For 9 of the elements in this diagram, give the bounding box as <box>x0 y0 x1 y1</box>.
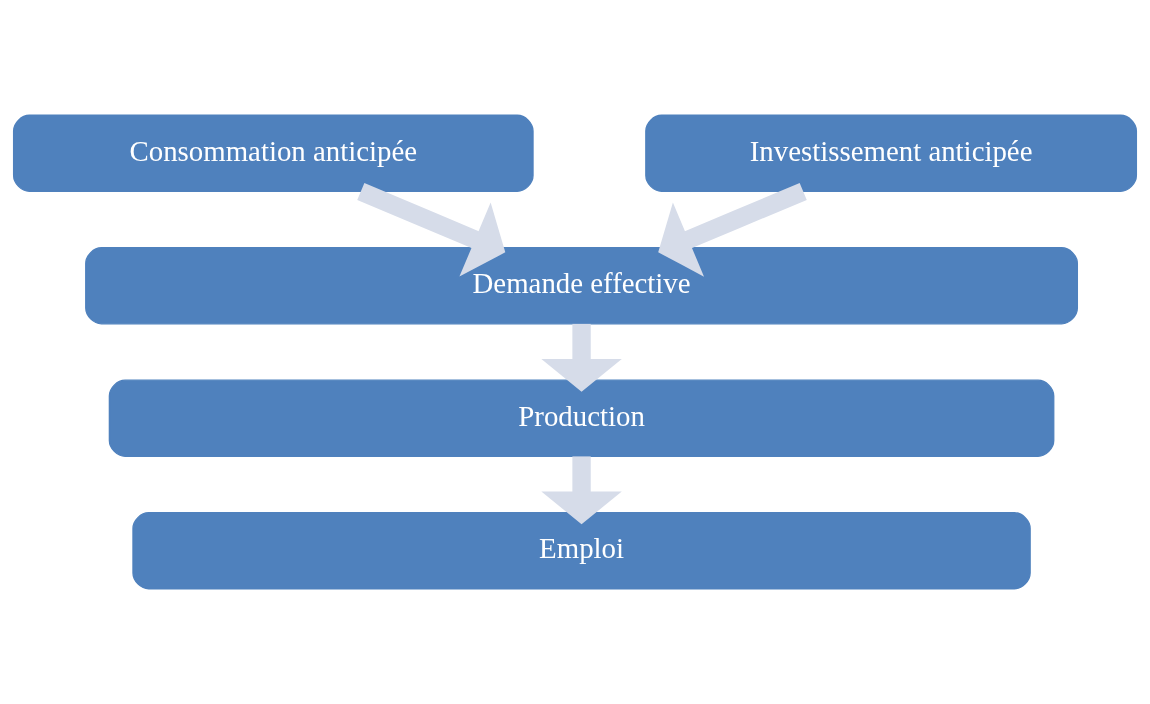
node-box: Consommation anticipée <box>12 114 534 192</box>
node-box: Demande effective <box>85 247 1078 325</box>
arrow <box>357 183 506 277</box>
node-box: Production <box>108 379 1055 457</box>
arrow <box>541 323 622 392</box>
arrow <box>658 183 807 277</box>
arrow <box>541 456 622 525</box>
node-box: Investissement anticipée <box>645 114 1138 192</box>
node-box: Emploi <box>132 512 1031 590</box>
